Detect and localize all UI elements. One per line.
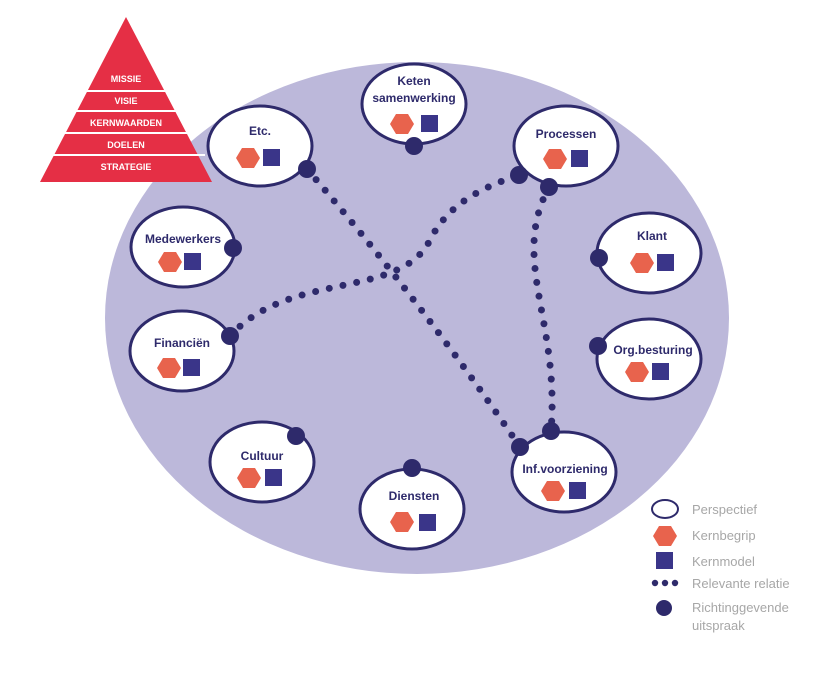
perspective-ellipse bbox=[510, 430, 618, 514]
kernbegrip-hexagon-icon bbox=[236, 148, 260, 168]
kernmodel-square-icon bbox=[421, 115, 438, 132]
perspective-ellipse bbox=[128, 309, 236, 393]
pyramid-level-doelen: DOELEN bbox=[107, 140, 145, 150]
perspective-ellipse bbox=[206, 104, 314, 188]
richtinggevende-uitspraak-dot bbox=[287, 427, 305, 445]
legend-relatie-dot-icon bbox=[671, 579, 679, 587]
kernbegrip-hexagon-icon bbox=[157, 358, 181, 378]
perspective-ellipse bbox=[595, 317, 703, 401]
kernmodel-square-icon bbox=[652, 363, 669, 380]
kernmodel-square-icon bbox=[183, 359, 200, 376]
perspective-ellipse bbox=[512, 104, 620, 188]
kernmodel-square-icon bbox=[263, 149, 280, 166]
perspective-keten: Keten samenwerking bbox=[360, 62, 468, 155]
legend-relevante-relatie-label: Relevante relatie bbox=[692, 576, 790, 591]
kernmodel-square-icon bbox=[265, 469, 282, 486]
richtinggevende-uitspraak-dot bbox=[510, 166, 528, 184]
pyramid-level-strategie: STRATEGIE bbox=[101, 162, 152, 172]
kernmodel-square-icon bbox=[571, 150, 588, 167]
pyramid-level-visie: VISIE bbox=[114, 96, 137, 106]
kernmodel-square-icon bbox=[419, 514, 436, 531]
kernbegrip-hexagon-icon bbox=[390, 114, 414, 134]
legend-perspectief-icon bbox=[651, 499, 679, 519]
perspective-financien: Financiën bbox=[128, 309, 239, 393]
perspective-etc: Etc. bbox=[206, 104, 316, 188]
kernmodel-square-icon bbox=[569, 482, 586, 499]
legend: Perspectief Kernbegrip Kernmodel Relevan… bbox=[651, 499, 790, 633]
kernmodel-square-icon bbox=[184, 253, 201, 270]
perspective-label: Cultuur bbox=[241, 449, 284, 463]
perspective-klant: Klant bbox=[590, 211, 703, 295]
legend-kernbegrip-label: Kernbegrip bbox=[692, 528, 756, 543]
perspective-orgbesturing: Org.besturing bbox=[589, 317, 703, 401]
legend-kernmodel-label: Kernmodel bbox=[692, 554, 755, 569]
perspective-label: Inf.voorziening bbox=[522, 462, 607, 476]
kernbegrip-hexagon-icon bbox=[237, 468, 261, 488]
pyramid-level-kernwaarden: KERNWAARDEN bbox=[90, 118, 162, 128]
kernbegrip-hexagon-icon bbox=[625, 362, 649, 382]
kernbegrip-hexagon-icon bbox=[543, 149, 567, 169]
richtinggevende-uitspraak-dot bbox=[221, 327, 239, 345]
perspective-ellipse bbox=[208, 420, 316, 504]
richtinggevende-uitspraak-dot bbox=[589, 337, 607, 355]
richtinggevende-uitspraak-dot bbox=[224, 239, 242, 257]
perspective-label: Diensten bbox=[389, 489, 440, 503]
perspective-infvoorziening: Inf.voorziening bbox=[510, 422, 618, 514]
legend-richtinggevende-label: Richtinggevende bbox=[692, 600, 789, 615]
pyramid: MISSIE VISIE KERNWAARDEN DOELEN STRATEGI… bbox=[40, 17, 212, 182]
richtinggevende-uitspraak-dot bbox=[542, 422, 560, 440]
perspective-label: Org.besturing bbox=[613, 343, 692, 357]
perspective-diensten: Diensten bbox=[358, 459, 466, 551]
perspective-processen: Processen bbox=[510, 104, 620, 196]
perspective-label: Keten bbox=[397, 74, 430, 88]
richtinggevende-uitspraak-dot bbox=[405, 137, 423, 155]
perspective-ellipse bbox=[595, 211, 703, 295]
perspective-label: Klant bbox=[637, 229, 667, 243]
richtinggevende-uitspraak-dot bbox=[590, 249, 608, 267]
perspective-label: samenwerking bbox=[372, 91, 455, 105]
perspective-label: Processen bbox=[536, 127, 597, 141]
pyramid-triangle bbox=[40, 17, 212, 182]
richtinggevende-uitspraak-dot bbox=[511, 438, 529, 456]
perspective-label: Etc. bbox=[249, 124, 271, 138]
legend-kernbegrip-icon bbox=[653, 526, 677, 546]
pyramid-level-missie: MISSIE bbox=[111, 74, 142, 84]
kernbegrip-hexagon-icon bbox=[541, 481, 565, 501]
legend-richtinggevende-label: uitspraak bbox=[692, 618, 745, 633]
kernbegrip-hexagon-icon bbox=[158, 252, 182, 272]
perspective-ellipse bbox=[358, 467, 466, 551]
richtinggevende-uitspraak-dot bbox=[403, 459, 421, 477]
perspective-medewerkers: Medewerkers bbox=[129, 205, 242, 289]
kernbegrip-hexagon-icon bbox=[390, 512, 414, 532]
legend-perspectief-label: Perspectief bbox=[692, 502, 757, 517]
perspective-ellipse bbox=[129, 205, 237, 289]
legend-richtinggevende-icon bbox=[656, 600, 672, 616]
legend-relatie-dot-icon bbox=[661, 579, 669, 587]
legend-kernmodel-icon bbox=[656, 552, 673, 569]
perspective-label: Financiën bbox=[154, 336, 210, 350]
richtinggevende-uitspraak-dot bbox=[298, 160, 316, 178]
kernmodel-square-icon bbox=[657, 254, 674, 271]
perspective-cultuur: Cultuur bbox=[208, 420, 316, 504]
relation-processen-infvoorziening bbox=[530, 183, 556, 435]
relations bbox=[226, 165, 556, 451]
perspective-label: Medewerkers bbox=[145, 232, 221, 246]
legend-relatie-dot-icon bbox=[651, 579, 659, 587]
kernbegrip-hexagon-icon bbox=[630, 253, 654, 273]
richtinggevende-uitspraak-dot bbox=[540, 178, 558, 196]
